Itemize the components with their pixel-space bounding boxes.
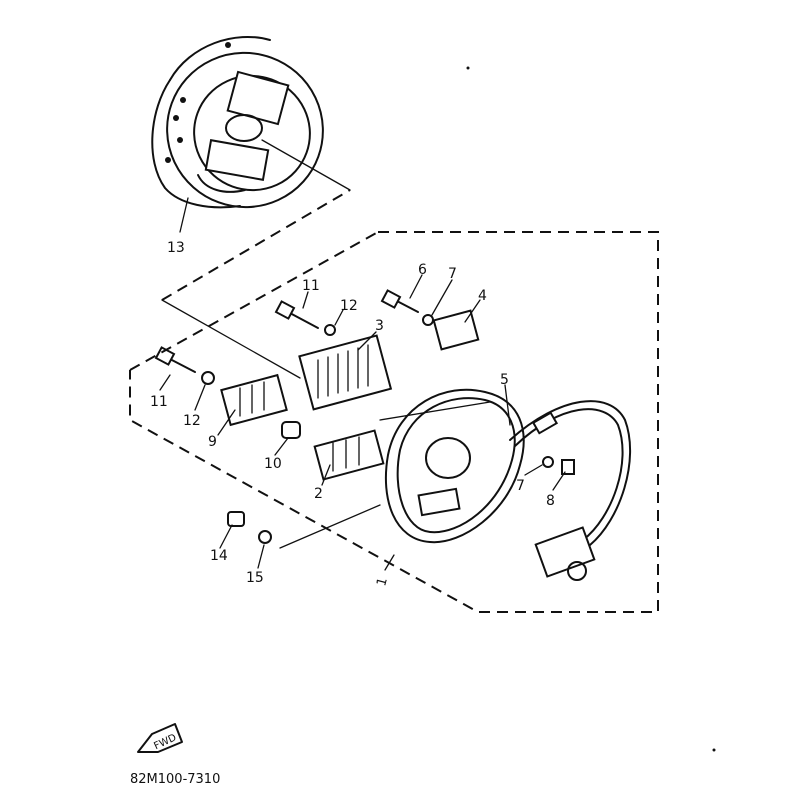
part-label-15: 15 [246,570,264,586]
part-label-6: 6 [418,262,427,278]
stator-base-plate [384,388,525,544]
part-label-13: 13 [167,240,185,256]
part-label-9: 9 [208,434,217,450]
part-label-3: 3 [375,318,384,334]
part-label-5: 5 [500,372,509,388]
diagram-code: 82M100-7310 [130,772,220,787]
part-label-8: 8 [546,493,555,509]
lighting-coil-2 [313,429,385,481]
part-label-14: 14 [210,548,228,564]
source-coil-9 [220,373,288,427]
part-label-1: 1 [374,576,391,588]
part-label-7: 7 [448,266,457,282]
lead-wire-harness [509,400,632,581]
pickup-coil-4 [432,309,480,351]
flywheel-rotor-13 [151,36,324,209]
part-label-11: 11 [302,278,320,294]
part-label-11b: 11 [150,394,168,410]
leader-lines [159,139,566,571]
part-label-7b: 7 [516,478,525,494]
part-label-10: 10 [264,456,282,472]
fwd-arrow-icon: FWD [137,723,183,753]
hardware-bolts-washers [154,289,575,544]
part-number-labels: 1 2 3 4 5 6 7 8 9 10 11 12 13 14 15 11 1… [150,240,555,588]
charging-coil-3 [298,334,393,411]
part-label-12: 12 [340,298,358,314]
dashed-assembly-outline [129,189,659,613]
part-label-4: 4 [478,288,487,304]
part-label-12b: 12 [183,413,201,429]
part-label-2: 2 [314,486,323,502]
